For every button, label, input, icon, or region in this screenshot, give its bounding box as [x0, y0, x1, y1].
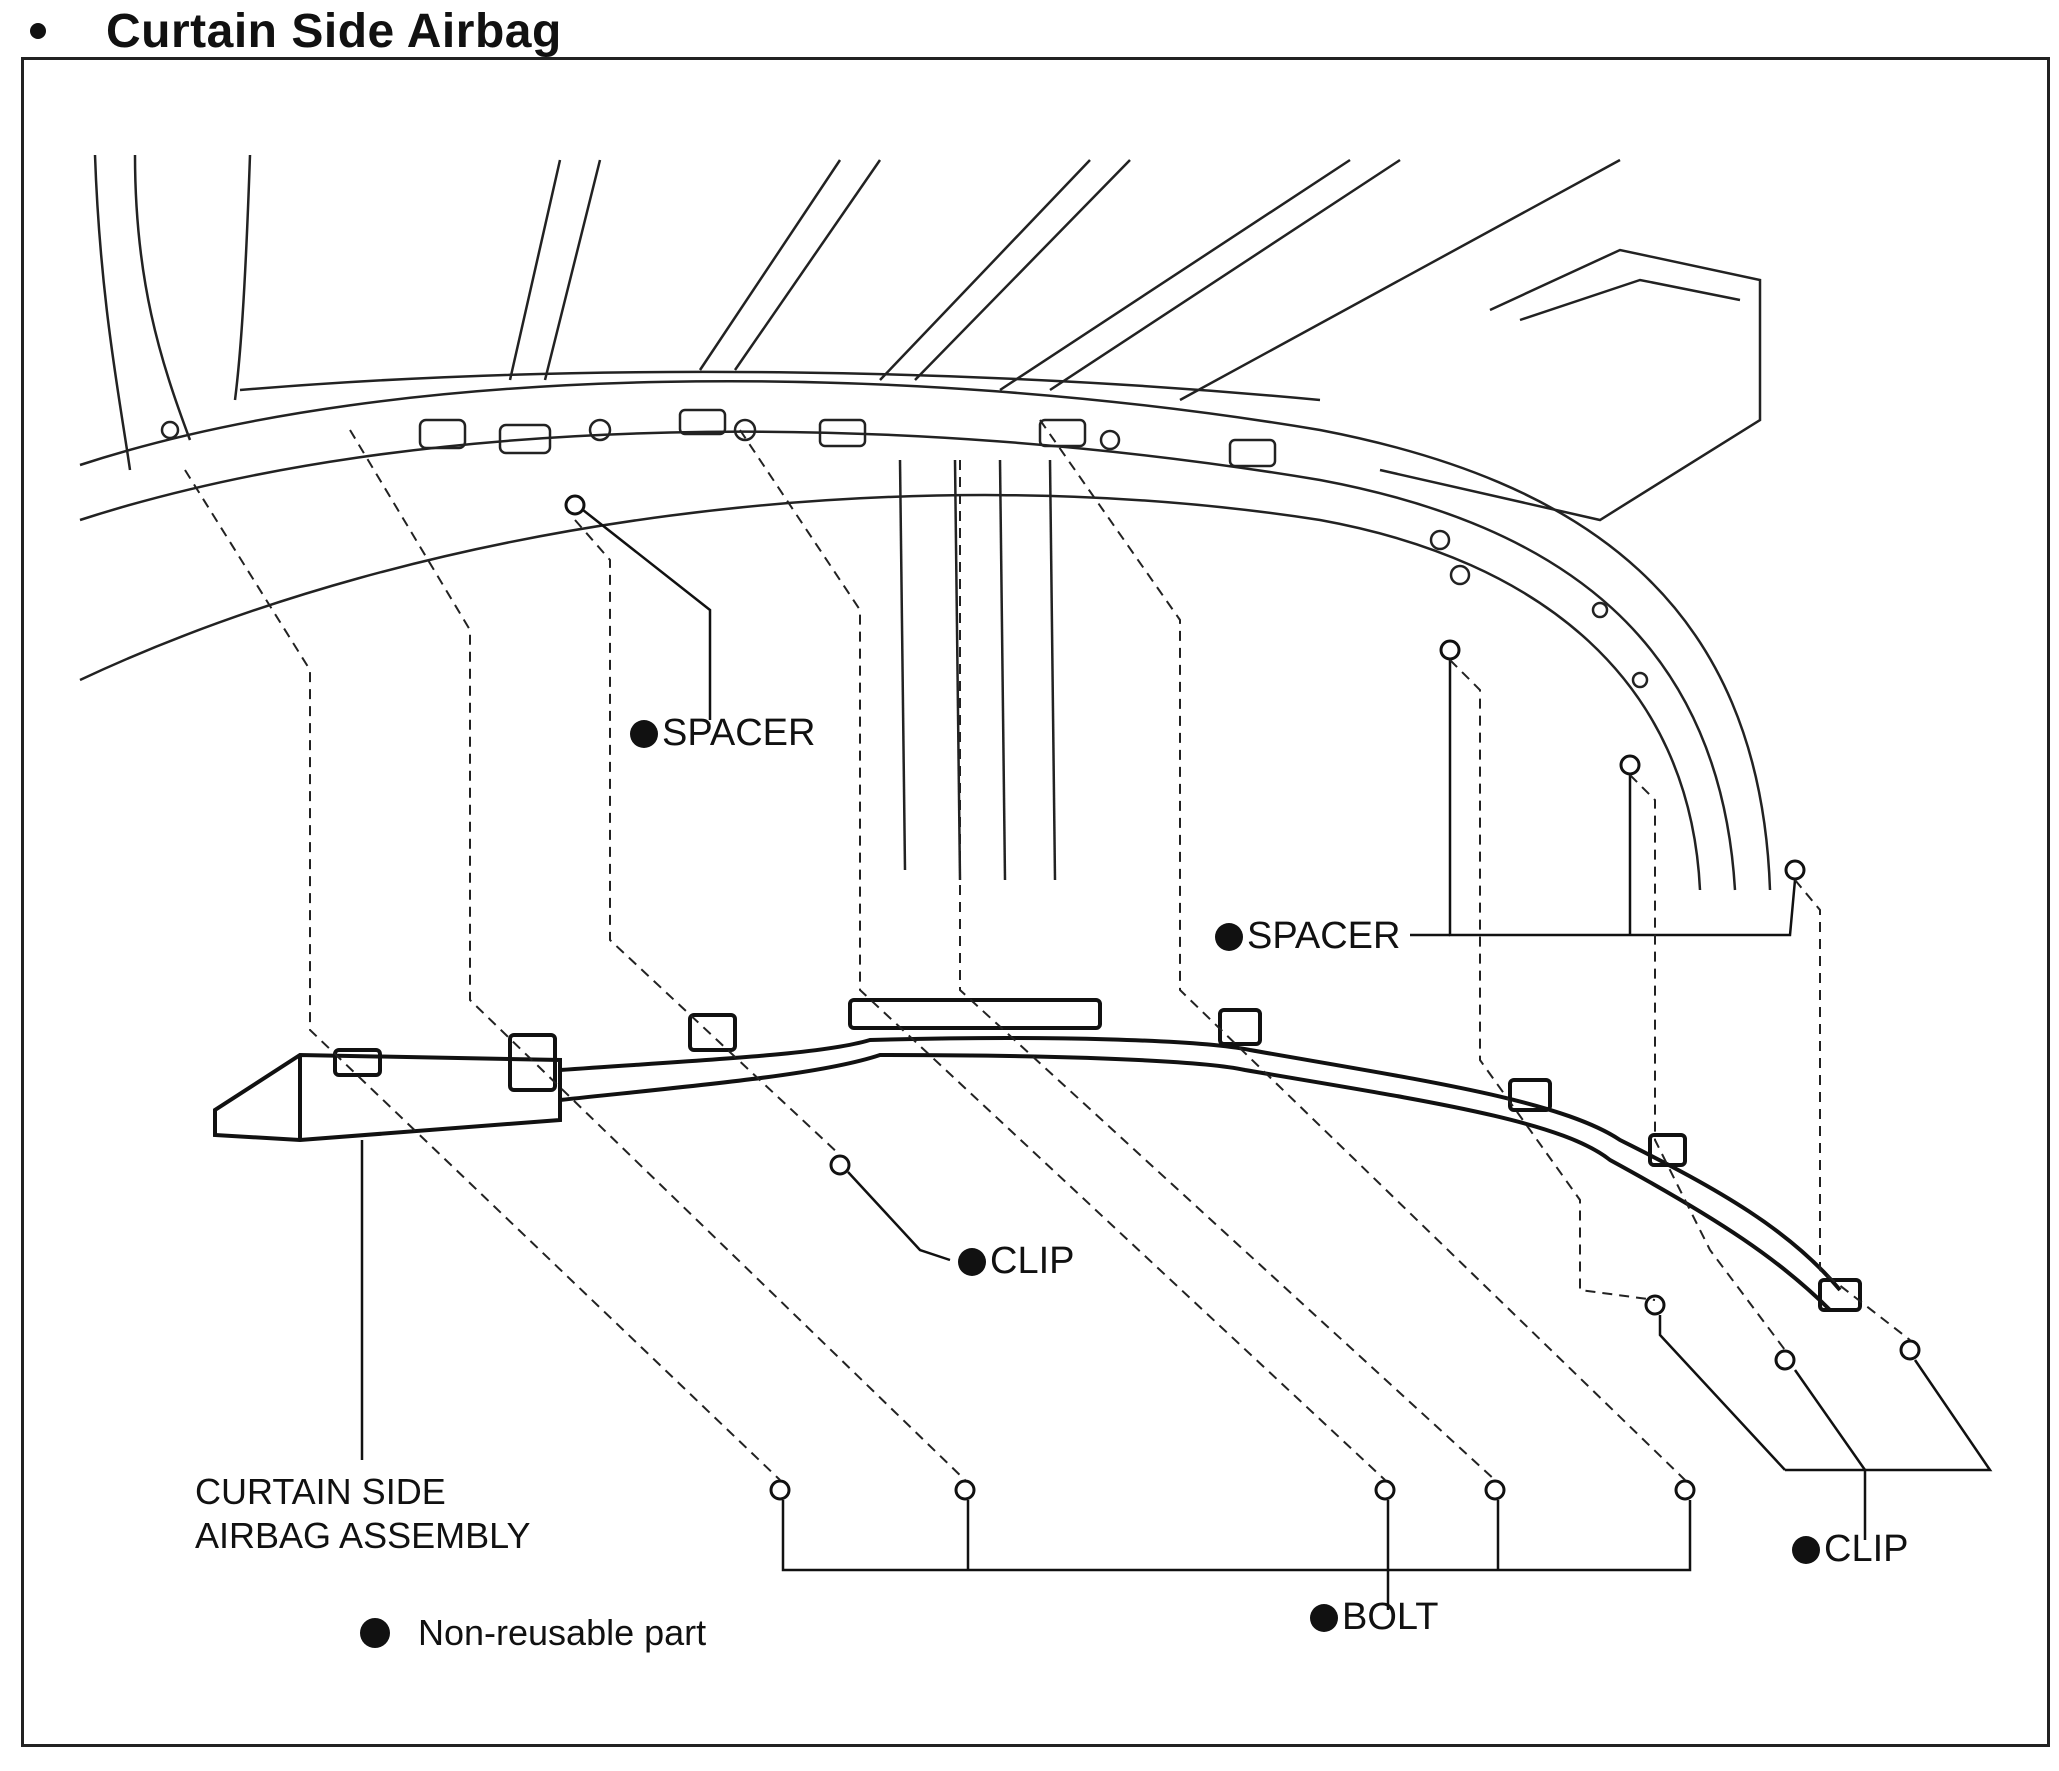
legend: Non-reusable part — [360, 1612, 706, 1654]
dashed-guides — [184, 419, 1911, 1481]
callout-clip-right-label: CLIP — [1824, 1528, 1909, 1570]
callout-assembly-line2: AIRBAG ASSEMBLY — [195, 1515, 531, 1556]
callout-spacer-upper-label: SPACER — [662, 712, 816, 754]
callout-bolt: BOLT — [1310, 1596, 1438, 1639]
callout-clip-center: CLIP — [958, 1240, 1074, 1283]
callout-assembly-line1: CURTAIN SIDE — [195, 1471, 446, 1512]
non-reusable-dot — [958, 1247, 986, 1276]
callout-spacer-right-label: SPACER — [1247, 915, 1401, 957]
non-reusable-dot — [1792, 1535, 1820, 1564]
heading-bullet — [30, 23, 46, 39]
legend-dot — [360, 1618, 390, 1648]
airbag-assembly — [213, 998, 1862, 1312]
callout-clip-right: CLIP — [1792, 1528, 1908, 1571]
non-reusable-dot — [1310, 1603, 1338, 1632]
non-reusable-dot — [630, 719, 658, 748]
section-heading: Curtain Side Airbag — [20, 2, 562, 60]
body-structure — [79, 154, 1772, 891]
heading-title: Curtain Side Airbag — [106, 4, 562, 58]
fasteners — [564, 494, 1921, 1501]
leader-lines — [360, 509, 1993, 1610]
callout-airbag-assembly: CURTAIN SIDE AIRBAG ASSEMBLY — [195, 1470, 530, 1558]
diagram-frame — [21, 57, 2050, 1747]
callout-clip-center-label: CLIP — [990, 1240, 1075, 1282]
callout-bolt-label: BOLT — [1342, 1596, 1439, 1638]
legend-label: Non-reusable part — [418, 1612, 707, 1653]
callout-spacer-upper: SPACER — [630, 712, 815, 755]
callout-spacer-right: SPACER — [1215, 915, 1400, 958]
non-reusable-dot — [1215, 922, 1243, 951]
